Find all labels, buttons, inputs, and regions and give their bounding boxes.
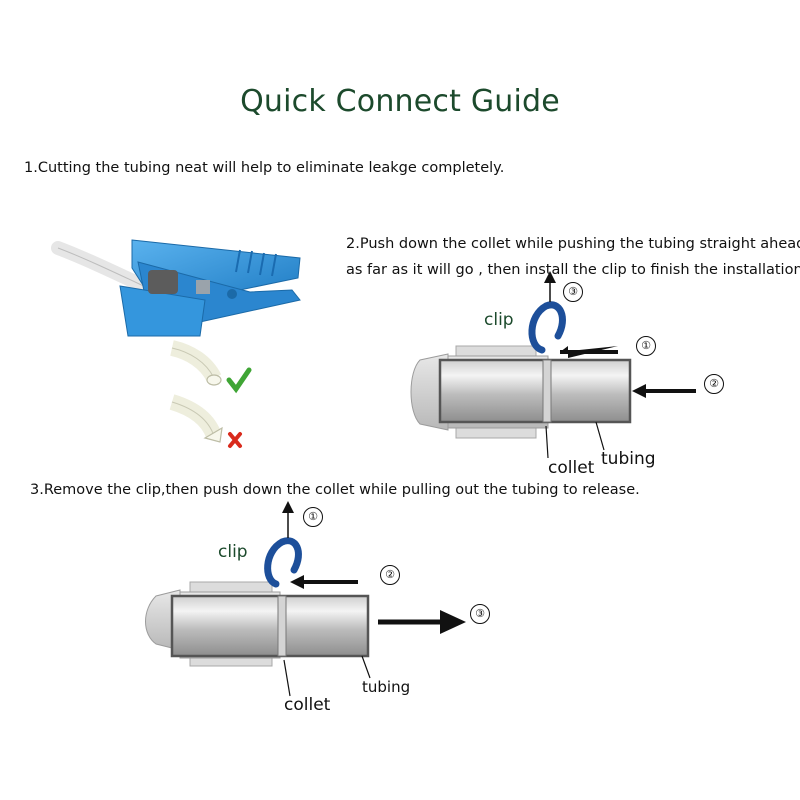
tube-cutter-icon [51,239,301,337]
tubing-label-release: tubing [362,678,411,696]
collet-label-release: collet [284,695,331,715]
step-2-text-line2: as far as it will go , then install the … [346,262,800,278]
marker-1-install: ① [636,336,656,356]
check-icon [226,367,252,394]
marker-3-release: ③ [470,604,490,624]
fitting-diagram-install [410,271,696,459]
marker-2-install: ② [704,374,724,394]
marker-1-release: ① [303,507,323,527]
clean-cut-tubing [169,340,222,386]
step-1-text: 1.Cutting the tubing neat will help to e… [24,160,505,176]
uneven-cut-tubing [169,394,223,443]
step-3-text: 3.Remove the clip,then push down the col… [30,482,640,498]
step-2-text-line1: 2.Push down the collet while pushing the… [346,236,800,252]
clip-label-install: clip [484,310,514,330]
marker-3-install: ③ [563,282,583,302]
fitting-diagram-release [145,501,466,697]
cross-icon [228,432,242,448]
marker-2-release: ② [380,565,400,585]
clip-label-release: clip [218,542,248,562]
collet-label-install: collet [548,458,595,478]
page-title: Quick Connect Guide [240,84,560,119]
tubing-label-install: tubing [601,449,656,469]
